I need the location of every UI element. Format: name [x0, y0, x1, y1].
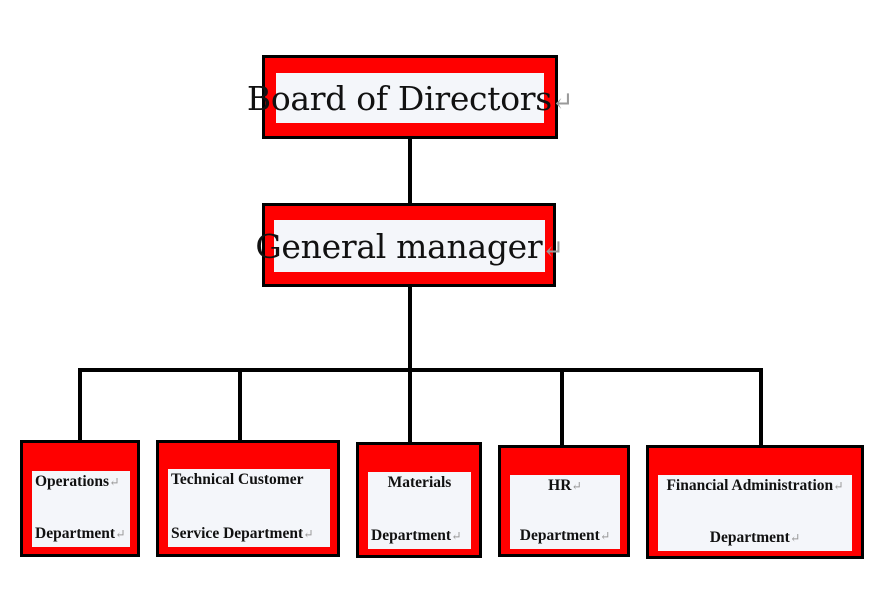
dept-box-operations: Operations↵ Department↵ [20, 440, 140, 557]
paragraph-mark-icon: ↵ [789, 531, 801, 545]
dept-line2-operations: Department↵ [35, 525, 126, 542]
paragraph-mark-icon: ↵ [115, 527, 126, 541]
dept-line1-technical-customer-service: Technical Customer [171, 471, 304, 488]
paragraph-mark-icon: ↵ [303, 527, 314, 541]
general-manager-box: General manager↵ [255, 203, 564, 287]
board-of-directors-label: Board of Directors↵ [246, 78, 574, 118]
dept-line1-materials: Materials [387, 474, 452, 491]
paragraph-mark-icon: ↵ [571, 479, 582, 493]
paragraph-mark-icon: ↵ [451, 529, 462, 543]
dept-box-materials: Materials Department↵ [356, 442, 482, 558]
general-manager-label: General manager↵ [255, 226, 564, 266]
dept-box-hr: HR↵ Department↵ [498, 445, 630, 557]
dept-inner-technical-customer-service: Technical Customer Service Department↵ [168, 469, 330, 547]
board-of-directors-box: Board of Directors↵ [247, 55, 573, 139]
paragraph-mark-icon: ↵ [833, 479, 844, 493]
dept-line1-hr: HR↵ [548, 477, 582, 494]
dept-line1-operations: Operations↵ [35, 473, 120, 490]
board-of-directors-text: Board of Directors [246, 78, 552, 118]
dept-box-financial-administration: Financial Administration↵ Department↵ [646, 445, 864, 559]
paragraph-mark-icon: ↵ [109, 475, 120, 489]
paragraph-mark-icon: ↵ [599, 529, 611, 543]
dept-box-technical-customer-service: Technical Customer Service Department↵ [156, 440, 340, 557]
dept-inner-materials: Materials Department↵ [368, 472, 471, 549]
paragraph-mark-icon: ↵ [551, 86, 574, 117]
board-of-directors-inner: Board of Directors↵ [247, 73, 573, 123]
dept-line1-financial-administration: Financial Administration↵ [666, 477, 844, 494]
dept-inner-hr: HR↵ Department↵ [510, 475, 620, 549]
dept-line2-financial-administration: Department↵ [709, 529, 801, 546]
dept-inner-operations: Operations↵ Department↵ [32, 471, 130, 547]
paragraph-mark-icon: ↵ [542, 234, 564, 265]
dept-line2-materials: Department↵ [371, 527, 462, 544]
dept-line2-hr: Department↵ [519, 527, 611, 544]
dept-line2-technical-customer-service: Service Department↵ [171, 525, 314, 542]
dept-inner-financial-administration: Financial Administration↵ Department↵ [658, 475, 852, 551]
general-manager-inner: General manager↵ [255, 220, 564, 272]
general-manager-text: General manager [255, 226, 543, 266]
